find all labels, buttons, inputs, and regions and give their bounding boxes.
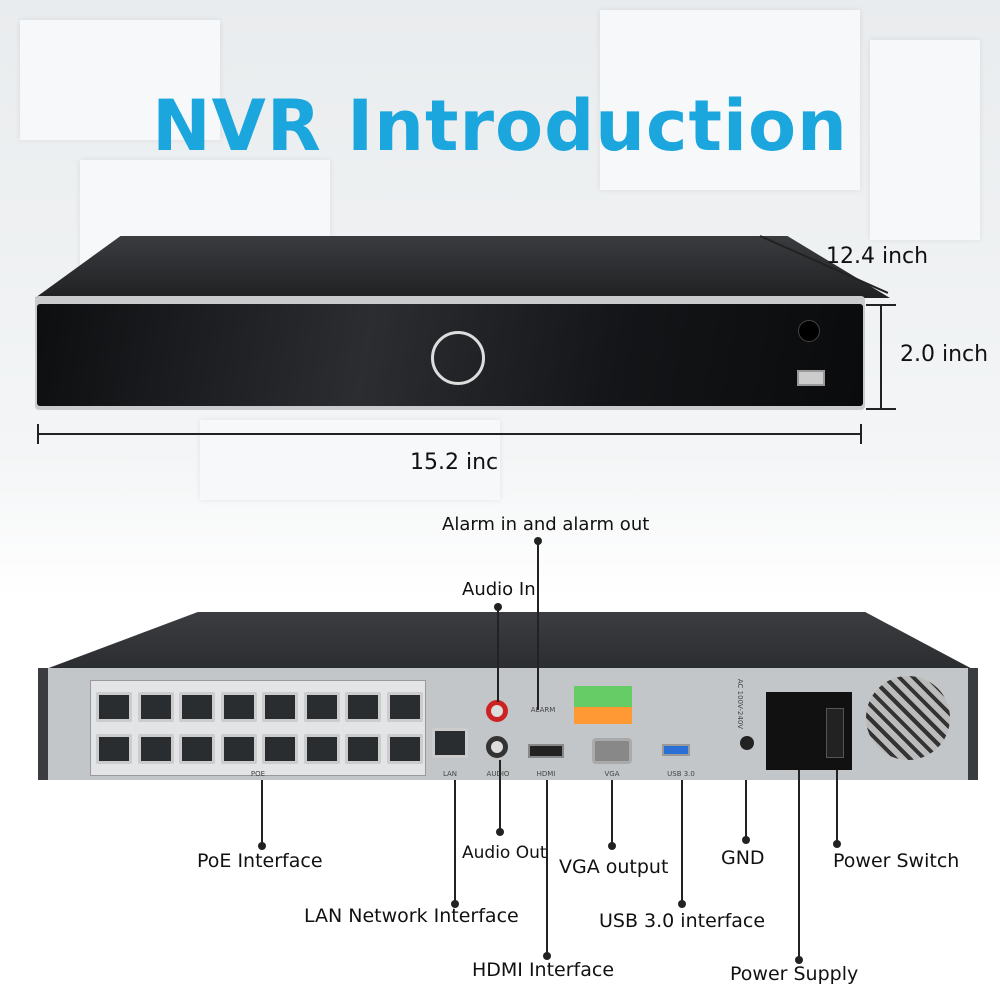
poe-port bbox=[386, 692, 423, 722]
poe-port bbox=[137, 692, 174, 722]
callout-line-audio-out bbox=[499, 760, 501, 832]
callout-audio-in: Audio In bbox=[462, 579, 536, 600]
callout-audio-out: Audio Out bbox=[462, 843, 547, 863]
poe-port bbox=[220, 692, 257, 722]
callout-dot bbox=[258, 842, 266, 850]
lan-port bbox=[432, 728, 468, 758]
callout-poe: PoE Interface bbox=[197, 850, 323, 872]
depth-label: 12.4 inch bbox=[826, 244, 929, 269]
dimension-tick bbox=[860, 424, 862, 444]
callout-dot bbox=[543, 952, 551, 960]
callout-usb: USB 3.0 interface bbox=[599, 910, 766, 932]
background-block bbox=[870, 40, 980, 240]
front-usb-port bbox=[797, 370, 825, 386]
callout-line-gnd bbox=[745, 780, 747, 840]
poe-port bbox=[345, 734, 381, 764]
poe-port bbox=[386, 734, 423, 764]
callout-dot bbox=[795, 956, 803, 964]
callout-dot bbox=[678, 900, 686, 908]
callout-line-poe bbox=[261, 780, 263, 846]
usb-3-port bbox=[662, 744, 690, 756]
callout-line-usb bbox=[681, 780, 683, 904]
width-dimension-line bbox=[38, 433, 862, 435]
lan-panel-label: LAN bbox=[442, 770, 458, 778]
ac-panel-label: AC 100V-240V bbox=[736, 678, 744, 730]
background-block bbox=[600, 10, 860, 190]
callout-dot bbox=[608, 842, 616, 850]
alarm-terminal-block bbox=[574, 686, 632, 724]
poe-port bbox=[345, 692, 381, 722]
page-title: NVR Introduction bbox=[152, 85, 848, 167]
poe-port bbox=[262, 734, 298, 764]
callout-dot bbox=[742, 836, 750, 844]
callout-dot bbox=[494, 603, 502, 611]
height-label: 2.0 inch bbox=[900, 342, 989, 367]
poe-port bbox=[96, 734, 132, 764]
callout-line-audio-in bbox=[497, 606, 499, 702]
poe-port bbox=[96, 692, 132, 722]
power-button-ring bbox=[431, 331, 485, 385]
power-switch bbox=[826, 708, 844, 758]
callout-line-hdmi bbox=[546, 780, 548, 956]
height-dimension-line bbox=[880, 304, 882, 410]
gnd-screw bbox=[740, 736, 754, 750]
callout-dot bbox=[451, 900, 459, 908]
callout-line-alarm bbox=[537, 540, 539, 710]
poe-port bbox=[262, 692, 298, 722]
callout-gnd: GND bbox=[721, 847, 765, 869]
callout-hdmi: HDMI Interface bbox=[472, 959, 615, 981]
callout-dot bbox=[534, 537, 542, 545]
hdmi-panel-label: HDMI bbox=[536, 770, 556, 778]
callout-line-lan bbox=[454, 780, 456, 904]
poe-port bbox=[220, 734, 257, 764]
callout-dot bbox=[496, 828, 504, 836]
callout-line-vga bbox=[611, 780, 613, 846]
callout-line-power-switch bbox=[836, 770, 838, 844]
poe-panel-label: POE bbox=[250, 770, 266, 778]
audio-panel-label: AUDIO bbox=[486, 770, 510, 778]
poe-port bbox=[303, 734, 340, 764]
poe-port bbox=[179, 692, 215, 722]
background-block bbox=[20, 20, 220, 140]
callout-dot bbox=[833, 840, 841, 848]
vga-port bbox=[592, 738, 632, 764]
poe-port bbox=[137, 734, 174, 764]
fan-grille bbox=[866, 676, 950, 760]
alarm-panel-label: ALARM bbox=[530, 706, 556, 714]
dimension-tick bbox=[37, 424, 39, 444]
callout-alarm: Alarm in and alarm out bbox=[442, 514, 650, 535]
usb-panel-label: USB 3.0 bbox=[667, 770, 695, 778]
callout-lan: LAN Network Interface bbox=[304, 905, 519, 927]
dimension-tick bbox=[866, 408, 896, 410]
poe-port bbox=[303, 692, 340, 722]
dimension-tick bbox=[866, 304, 896, 306]
vga-panel-label: VGA bbox=[604, 770, 620, 778]
audio-out-jack bbox=[486, 736, 508, 758]
callout-vga: VGA output bbox=[559, 856, 669, 878]
ir-sensor bbox=[798, 320, 820, 342]
hdmi-port bbox=[528, 744, 564, 758]
callout-line-power-supply bbox=[798, 770, 800, 960]
callout-power-supply: Power Supply bbox=[730, 963, 859, 985]
audio-in-jack bbox=[486, 700, 508, 722]
poe-port bbox=[179, 734, 215, 764]
width-label: 15.2 inc bbox=[410, 450, 499, 475]
callout-power-switch: Power Switch bbox=[833, 850, 960, 872]
